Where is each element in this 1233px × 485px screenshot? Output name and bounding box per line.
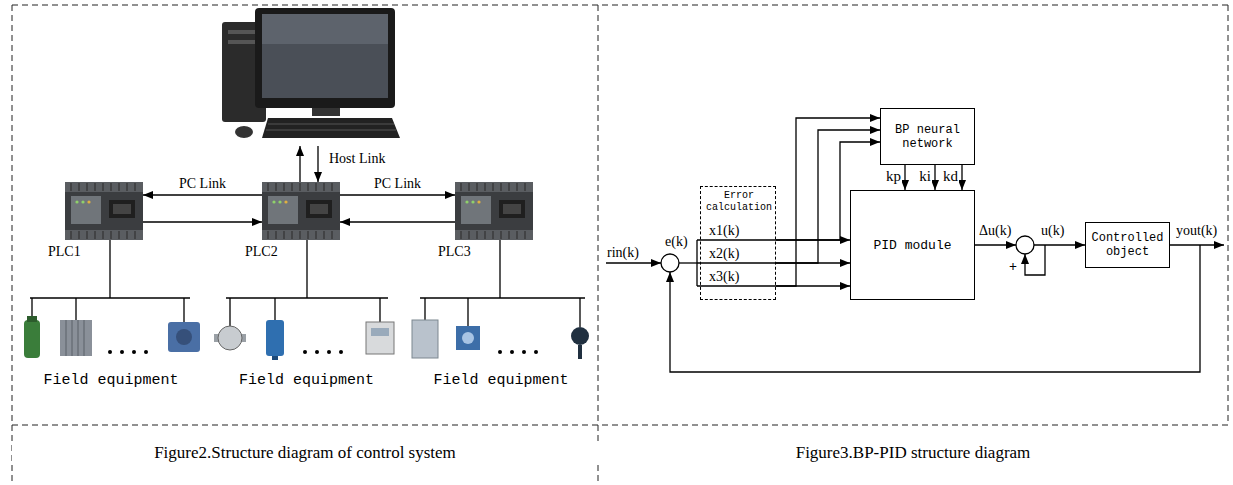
connector (143, 221, 262, 222)
edge-label: kd (942, 168, 959, 185)
link-label: Host Link (328, 150, 386, 167)
connector (340, 221, 455, 222)
connector (499, 240, 500, 298)
figure-caption: Figure3.BP-PID structure diagram (598, 443, 1228, 463)
plc-illustration (455, 182, 533, 240)
error-calculation-box: Error calculation x1(k) x2(k) x3(k) (700, 186, 776, 300)
connector (776, 262, 850, 263)
edge-label: PC Link (373, 175, 422, 192)
field-device-icons (24, 316, 589, 360)
node-text: Controlled object (1086, 229, 1169, 261)
node-text: Field equipment (410, 372, 592, 390)
node-text: Field equipment (22, 372, 200, 390)
node-text: PLC2 (245, 243, 278, 260)
field-equipment-group: Field equipment (22, 298, 200, 398)
connector (143, 194, 262, 195)
node-text: PLC1 (48, 243, 81, 260)
connector (306, 240, 307, 298)
node-text: Error calculation (701, 190, 777, 214)
connector (340, 194, 455, 195)
node-text: Field equipment (218, 372, 395, 390)
signal-label: yout(k) (1175, 222, 1218, 239)
signal-label: e(k) (664, 233, 689, 250)
plc-illustration (262, 182, 340, 240)
signal-label: Δu(k) (978, 222, 1012, 239)
plc-unit: PLC3 (455, 182, 533, 240)
edge-label: PC Link (178, 175, 227, 192)
connector (109, 240, 110, 298)
plant-box: Controlled object (1085, 222, 1170, 268)
signal-label: rin(k) (606, 244, 640, 261)
node-text: x2(k) (709, 246, 739, 262)
field-equipment-group: Field equipment (218, 298, 395, 398)
connector (961, 165, 962, 190)
connector (776, 239, 850, 240)
pid-module-box: PID module (850, 190, 975, 300)
connector (776, 285, 850, 286)
node-text: x3(k) (709, 269, 739, 285)
edge-label: kp (885, 168, 902, 185)
connector (904, 165, 905, 190)
plc-unit: PLC2 (262, 182, 340, 240)
edge-label: ki (918, 168, 932, 185)
network-box: BP neural network (880, 108, 975, 165)
figure-caption: Figure2.Structure diagram of control sys… (12, 443, 598, 463)
node-text: x1(k) (709, 223, 739, 239)
connector (934, 165, 935, 190)
field-equipment-group: Field equipment (410, 298, 592, 398)
sign-label: + (1008, 258, 1018, 275)
node-text: BP neural network (881, 121, 974, 153)
node-text: PLC3 (438, 243, 471, 260)
plc-unit: PLC1 (65, 182, 143, 240)
computer-illustration (222, 8, 400, 138)
node-text: PID module (869, 236, 955, 255)
signal-label: u(k) (1040, 222, 1065, 239)
plc-illustration (65, 182, 143, 240)
